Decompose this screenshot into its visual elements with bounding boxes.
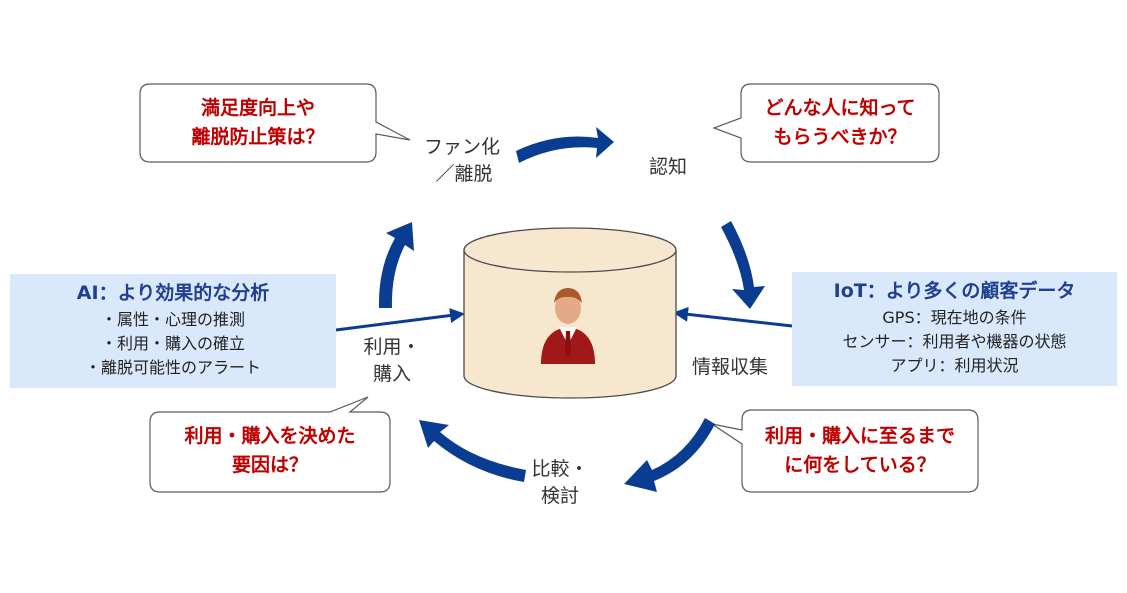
stage-awareness: 認知: [636, 154, 700, 181]
stage-purchase-line-1: 利用・: [363, 336, 421, 358]
bubble-until-purchase-text: 利用・購入に至るまで に何をしている？: [742, 422, 978, 480]
bubble-purchase-reason-text: 利用・購入を決めた 要因は？: [150, 422, 390, 480]
stage-fan-line-2: ／離脱: [435, 163, 493, 185]
stage-awareness-label: 認知: [648, 156, 687, 178]
iot-panel-title: IoT：より多くの顧客データ: [833, 280, 1076, 302]
iot-panel-item: センサー：利用者や機器の状態: [842, 332, 1067, 351]
iot-panel-item: GPS：現在地の条件: [882, 308, 1027, 327]
stage-compare-line-1: 比較・: [531, 458, 589, 480]
speech-bubble-until-purchase: [711, 409, 979, 493]
speech-bubble-awareness: [712, 83, 940, 163]
stage-purchase: 利用・ 購入: [352, 334, 432, 388]
arrow-fan-to-awareness: [516, 127, 614, 163]
bubble-purchase-reason-line-1: 利用・購入を決めた: [184, 425, 356, 447]
bubble-purchase-reason-line-2: 要因は？: [231, 454, 308, 476]
ai-panel-item: ・離脱可能性のアラート: [84, 358, 261, 377]
iot-panel-item: アプリ：利用状況: [890, 356, 1019, 375]
stage-fan-line-1: ファン化: [423, 136, 500, 158]
database-cylinder-icon: [463, 227, 677, 399]
arrow-awareness-to-info: [721, 221, 765, 309]
customer-person-icon: [541, 288, 595, 364]
stage-fan: ファン化 ／離脱: [404, 134, 520, 188]
bubble-fan-line-2: 離脱防止策は？: [191, 126, 325, 148]
ai-panel-item: ・利用・購入の確立: [100, 334, 245, 353]
arrow-ai-to-database: [335, 308, 465, 332]
bubble-awareness-line-1: どんな人に知って: [764, 97, 916, 119]
arrow-purchase-to-fan: [378, 222, 414, 308]
arrow-compare-to-purchase: [419, 420, 526, 482]
stage-compare: 比較・ 検討: [520, 456, 600, 510]
ai-panel-title: AI：より効果的な分析: [76, 282, 270, 304]
stage-purchase-line-2: 購入: [372, 363, 411, 385]
bubble-until-purchase-line-2: に何をしている？: [784, 454, 936, 476]
bubble-fan-text: 満足度向上や 離脱防止策は？: [140, 94, 376, 152]
ai-panel: AI：より効果的な分析 ・属性・心理の推測 ・利用・購入の確立 ・離脱可能性のア…: [10, 274, 336, 388]
stage-info: 情報収集: [680, 354, 780, 381]
stage-info-label: 情報収集: [691, 356, 768, 378]
ai-panel-item: ・属性・心理の推測: [100, 310, 245, 329]
bubble-awareness-line-2: もらうべきか？: [773, 126, 907, 148]
arrow-iot-to-database: [673, 306, 793, 328]
bubble-awareness-text: どんな人に知って もらうべきか？: [741, 94, 939, 152]
speech-bubble-fan: [139, 83, 411, 163]
iot-panel: IoT：より多くの顧客データ GPS：現在地の条件 センサー：利用者や機器の状態…: [792, 272, 1117, 386]
arrow-info-to-compare: [624, 418, 715, 492]
stage-compare-line-2: 検討: [540, 485, 579, 507]
bubble-fan-line-1: 満足度向上や: [200, 97, 315, 119]
speech-bubble-purchase-reason: [149, 396, 391, 493]
bubble-until-purchase-line-1: 利用・購入に至るまで: [764, 425, 955, 447]
